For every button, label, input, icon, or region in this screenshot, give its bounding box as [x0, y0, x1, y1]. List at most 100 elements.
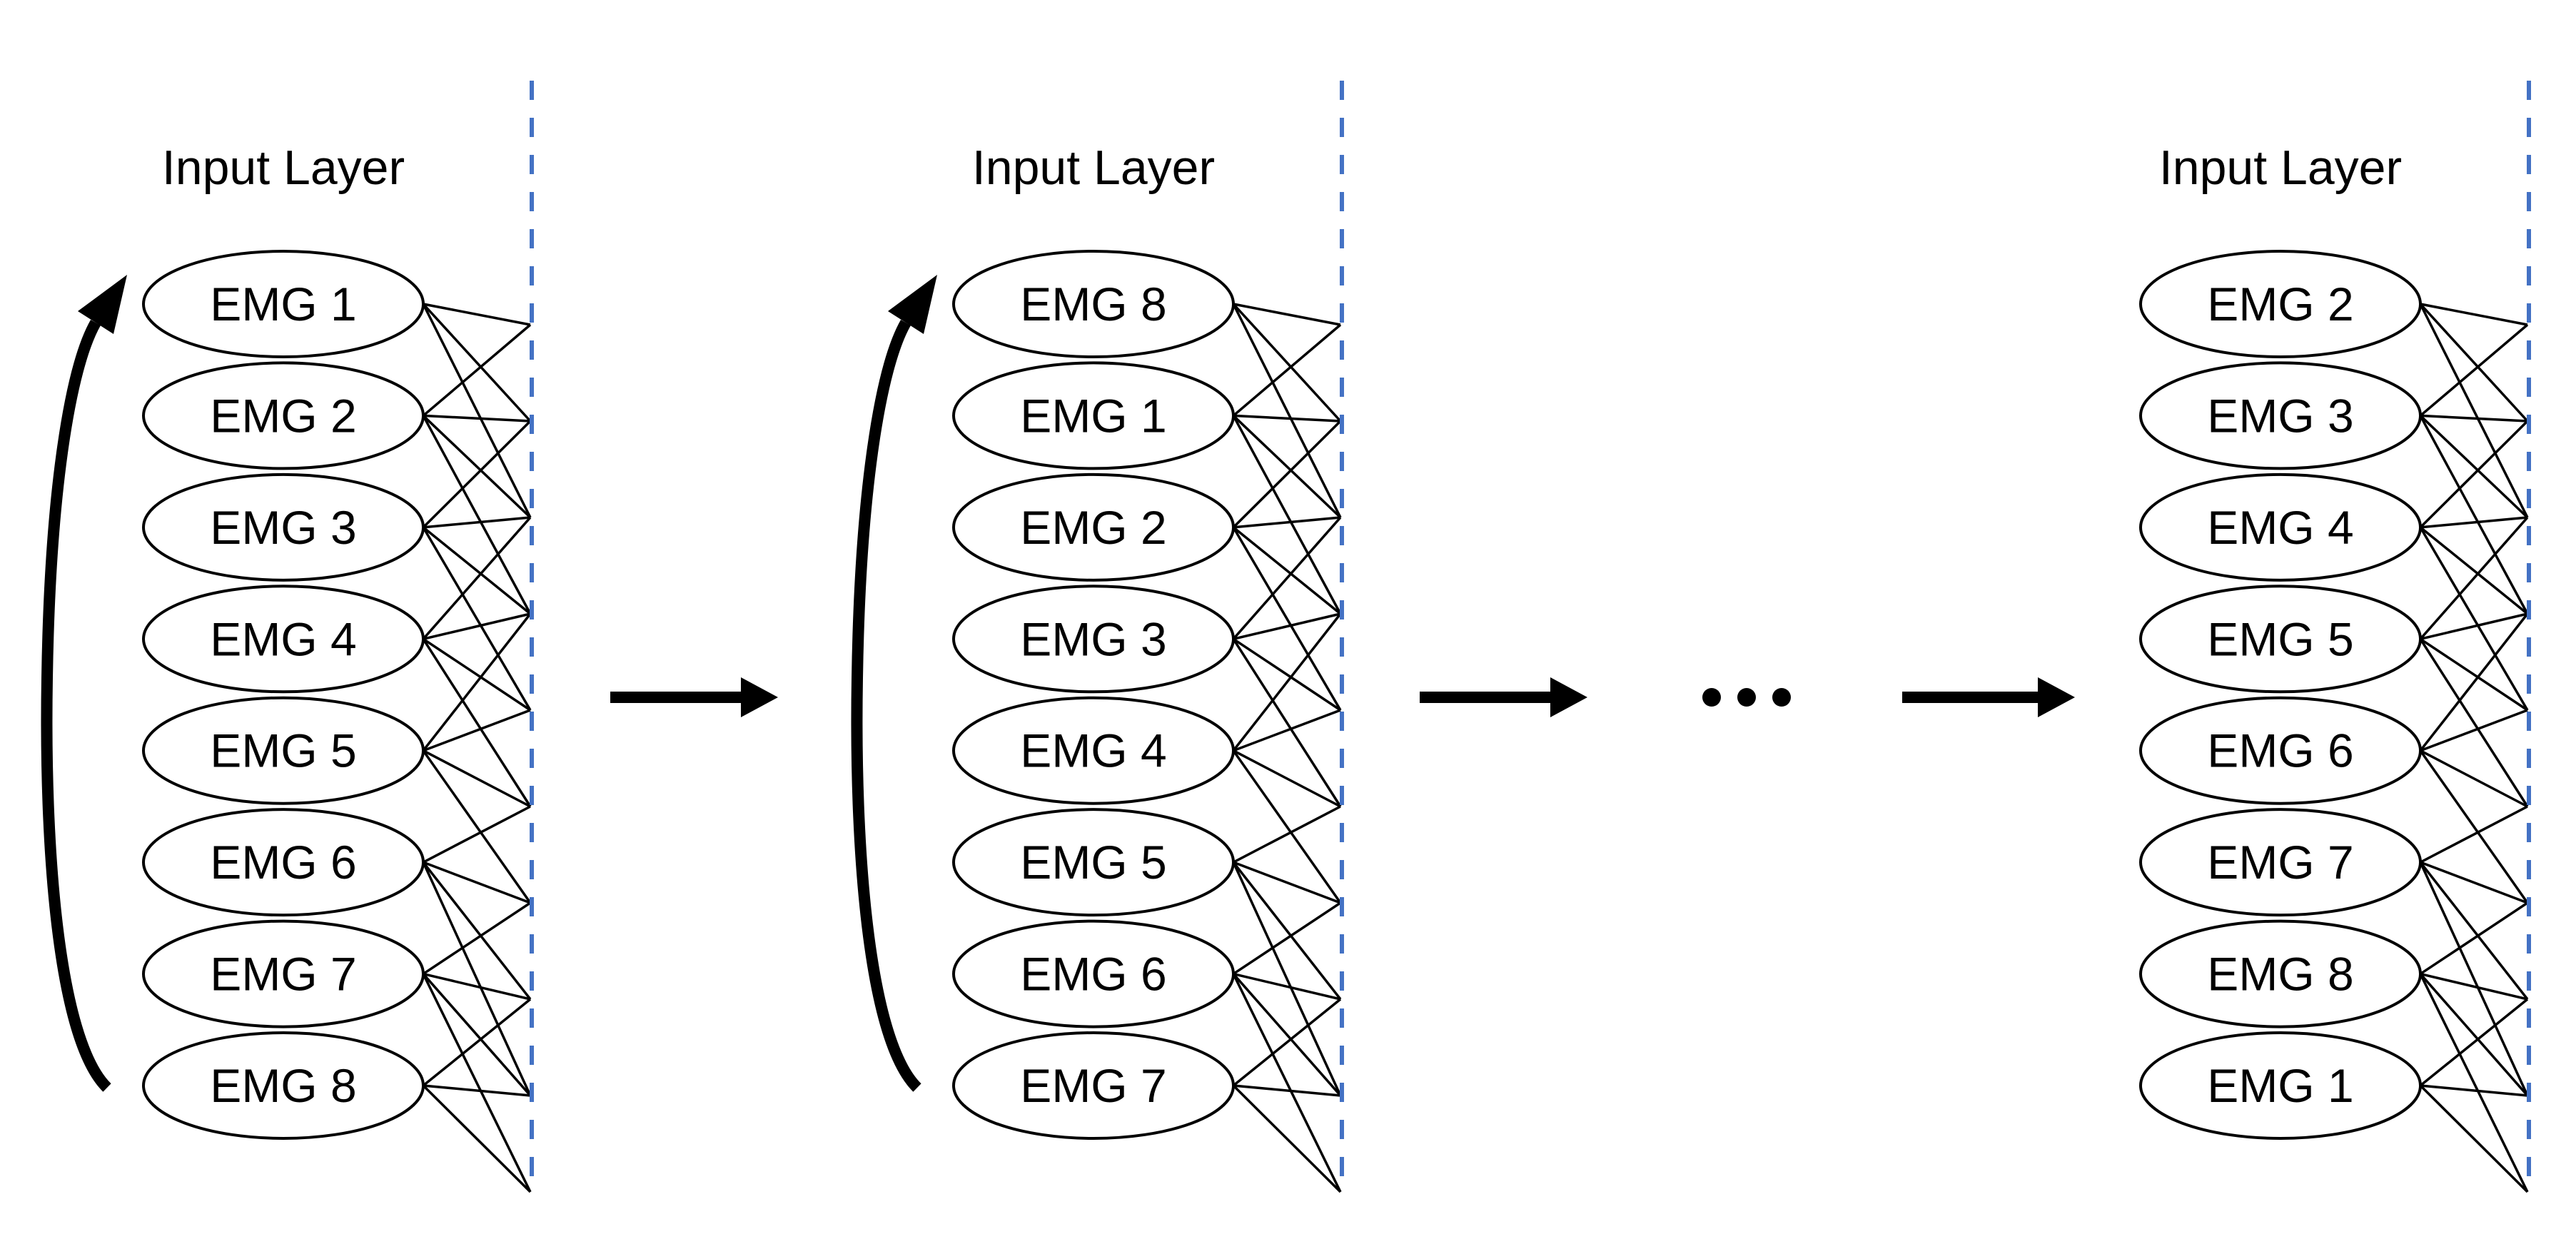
input-node-label: EMG 4 — [1020, 724, 1166, 777]
input-node-ellipse — [952, 919, 1235, 1028]
connection-line — [422, 415, 532, 519]
connection-line — [1232, 612, 1342, 752]
connection-line — [1232, 1084, 1342, 1193]
connection-line — [2419, 998, 2529, 1087]
connection-line — [423, 612, 531, 640]
input-node-ellipse — [952, 250, 1235, 358]
input-node-label: EMG 8 — [210, 1059, 356, 1112]
connection-line — [2419, 612, 2529, 752]
flow-arrowhead — [2038, 677, 2075, 717]
input-node-ellipse — [2139, 361, 2422, 470]
connection-line — [1232, 516, 1342, 640]
connection-line — [1232, 861, 1342, 1001]
connection-line — [2419, 415, 2529, 615]
input-node-ellipse — [952, 696, 1235, 805]
input-node-ellipse — [142, 696, 425, 805]
connection-line — [422, 749, 532, 904]
input-node-label: EMG 5 — [210, 724, 356, 777]
input-node-ellipse — [142, 1031, 425, 1141]
input-node-label: EMG 3 — [2207, 389, 2353, 442]
connection-line — [2419, 861, 2529, 1096]
connection-line — [422, 415, 532, 615]
connection-line — [2419, 973, 2529, 1097]
connection-line — [2419, 420, 2529, 529]
connection-line — [1232, 415, 1342, 519]
connection-line — [422, 526, 532, 615]
connection-line — [1232, 303, 1342, 518]
connection-line — [423, 414, 531, 423]
connection-line — [1233, 901, 1341, 976]
connection-line — [423, 901, 531, 976]
connection-line — [2419, 303, 2529, 518]
connection-line — [2420, 612, 2528, 640]
connection-line — [2419, 638, 2529, 807]
flow-arrow-shaft — [1902, 692, 2038, 703]
connection-line — [2420, 709, 2528, 752]
ellipsis-dot — [1737, 688, 1756, 707]
panel-title: Input Layer — [162, 141, 405, 195]
connection-line — [422, 1084, 532, 1193]
connection-line — [422, 516, 532, 640]
input-node-label: EMG 6 — [210, 836, 356, 889]
connection-line — [2420, 861, 2528, 904]
connection-line — [2420, 901, 2528, 976]
connection-line — [422, 973, 532, 1193]
input-node-label: EMG 8 — [1020, 278, 1166, 330]
input-node-ellipse — [142, 919, 425, 1028]
panel-title: Input Layer — [2159, 141, 2402, 195]
input-node-ellipse — [952, 1031, 1235, 1141]
input-node-ellipse — [952, 472, 1235, 582]
connection-line — [422, 861, 532, 1096]
connection-line — [422, 303, 532, 518]
flow-arrow-shaft — [610, 692, 741, 703]
flow-arrow — [1420, 677, 1587, 717]
connection-line — [1232, 998, 1342, 1087]
connection-line — [422, 420, 532, 529]
connection-line — [1232, 323, 1342, 417]
connection-line — [422, 973, 532, 1097]
input-node-label: EMG 1 — [1020, 389, 1166, 442]
connection-line — [423, 303, 531, 326]
connection-line — [2419, 526, 2529, 615]
recurrent-arrowhead — [888, 275, 937, 334]
input-node-ellipse — [2139, 808, 2422, 917]
input-node-label: EMG 5 — [1020, 836, 1166, 889]
input-node-ellipse — [2139, 585, 2422, 694]
ellipsis-dot — [1772, 688, 1791, 707]
flow-arrowhead — [741, 677, 778, 717]
input-node-ellipse — [142, 585, 425, 694]
connection-line — [1232, 526, 1342, 615]
input-node-label: EMG 6 — [1020, 948, 1166, 1001]
connection-line — [2420, 516, 2528, 529]
connection-line — [1233, 1084, 1341, 1097]
connection-line — [2419, 861, 2529, 1001]
connection-line — [1232, 303, 1342, 423]
connection-line — [2420, 749, 2528, 808]
input-node-label: EMG 1 — [210, 278, 356, 330]
connection-line — [1233, 612, 1341, 640]
connection-line — [1233, 749, 1341, 808]
input-node-ellipse — [142, 472, 425, 582]
input-node-label: EMG 3 — [210, 501, 356, 554]
connection-line — [422, 323, 532, 417]
recurrent-arrow — [851, 320, 921, 1092]
connection-line — [1233, 805, 1341, 864]
connection-line — [423, 972, 531, 1001]
input-node-label: EMG 8 — [2207, 948, 2353, 1001]
connection-line — [423, 805, 531, 864]
input-node-ellipse — [142, 808, 425, 917]
input-node-ellipse — [952, 361, 1235, 470]
connection-line — [1233, 972, 1341, 1001]
connection-line — [2420, 805, 2528, 864]
flow-arrow — [610, 677, 778, 717]
input-node-label: EMG 5 — [2207, 612, 2353, 665]
connection-line — [422, 638, 532, 807]
connection-line — [1233, 303, 1341, 326]
input-node-ellipse — [952, 808, 1235, 917]
input-node-ellipse — [952, 585, 1235, 694]
connection-line — [2420, 303, 2528, 326]
input-node-ellipse — [142, 361, 425, 470]
